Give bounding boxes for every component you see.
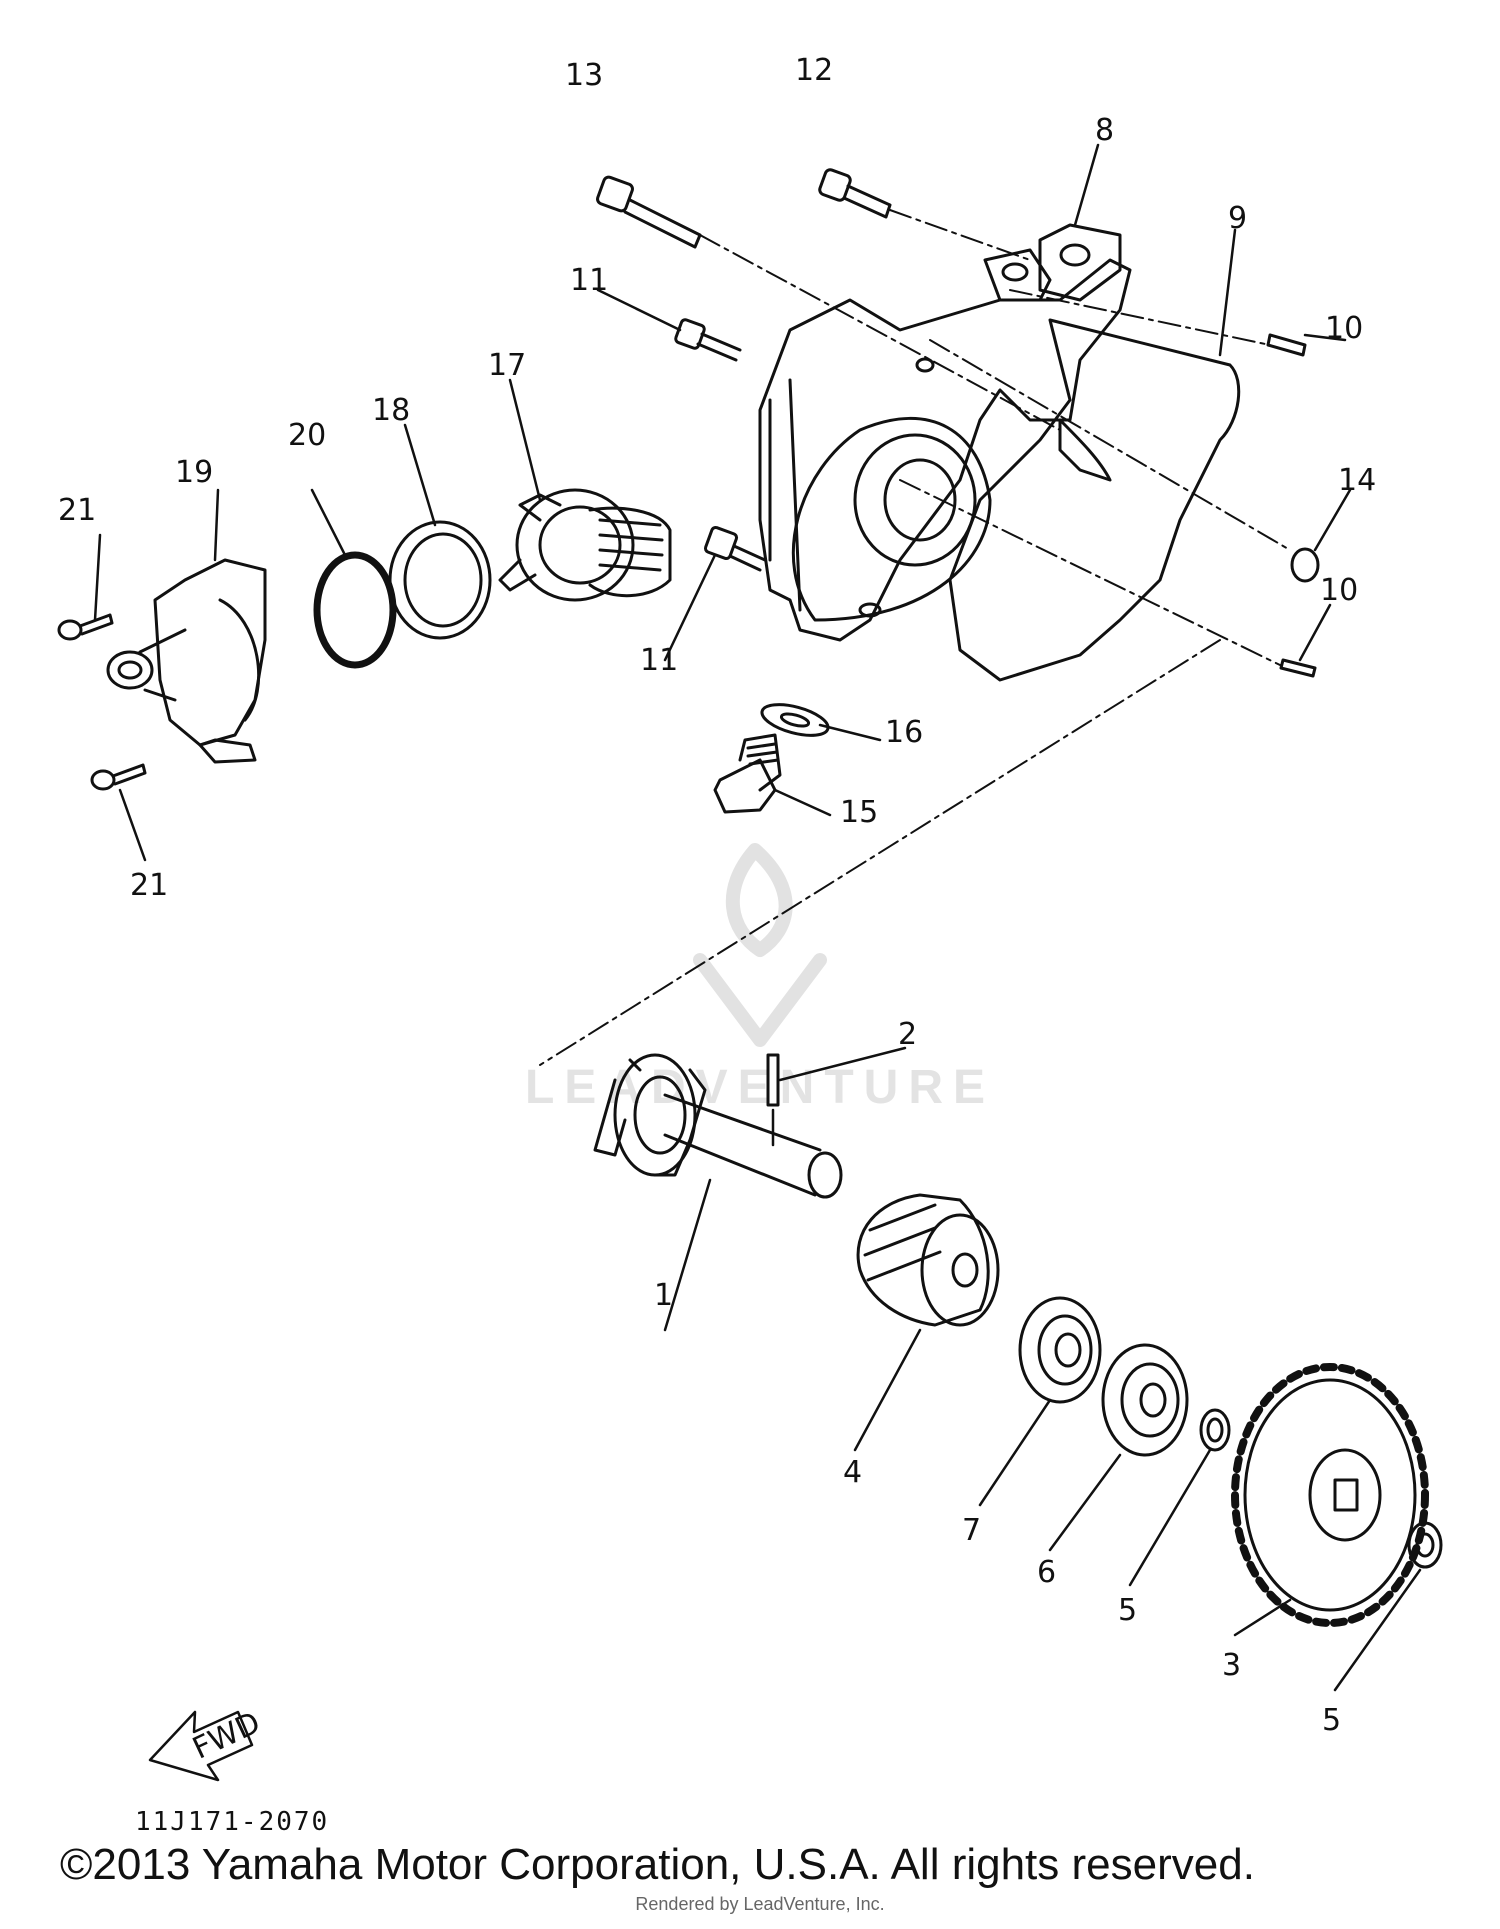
part-label-9: 9 xyxy=(1228,201,1247,236)
part-label-3: 3 xyxy=(1222,1648,1241,1683)
impeller-gear-3 xyxy=(1231,1363,1429,1627)
part-label-15: 15 xyxy=(840,795,878,830)
part-label-17: 17 xyxy=(488,348,526,383)
part-label-5-upper: 5 xyxy=(1118,1593,1137,1628)
circlip-5-upper xyxy=(1199,1408,1231,1452)
screw-21-lower xyxy=(90,763,147,791)
part-label-10-upper: 10 xyxy=(1325,311,1363,346)
drawing-code: 11J171-2070 xyxy=(135,1807,329,1837)
part-label-19: 19 xyxy=(175,455,213,490)
pump-housing-8 xyxy=(758,223,1132,642)
fwd-arrow-icon: FWD xyxy=(148,1705,266,1782)
part-label-6: 6 xyxy=(1037,1555,1056,1590)
washer-16 xyxy=(760,703,830,737)
callout-lines xyxy=(93,143,1422,1692)
screw-21-upper xyxy=(57,613,114,641)
leader-lines xyxy=(539,209,1291,1066)
o-ring-20 xyxy=(313,551,397,669)
part-label-20: 20 xyxy=(288,418,326,453)
pin-2 xyxy=(766,1053,780,1107)
part-label-21-upper: 21 xyxy=(58,493,96,528)
impeller-shaft-1 xyxy=(593,1053,843,1199)
gasket-18 xyxy=(388,520,492,640)
watermark-text: LEADVENTURE xyxy=(524,1061,996,1114)
part-label-16: 16 xyxy=(885,715,923,750)
part-label-1: 1 xyxy=(654,1278,673,1313)
part-label-14: 14 xyxy=(1338,463,1376,498)
part-label-8: 8 xyxy=(1095,113,1114,148)
copyright-notice: ©2013 Yamaha Motor Corporation, U.S.A. A… xyxy=(60,1840,1255,1889)
dowel-pin-10-lower xyxy=(1279,658,1317,678)
dowel-pin-10-upper xyxy=(1266,333,1307,357)
part-label-11-upper: 11 xyxy=(570,263,608,298)
bolt-11-upper xyxy=(674,318,742,362)
part-label-4: 4 xyxy=(843,1455,862,1490)
part-label-2: 2 xyxy=(898,1017,917,1052)
bearing-7 xyxy=(1018,1296,1102,1404)
thermostat-cover-19 xyxy=(106,558,267,764)
part-label-11-lower: 11 xyxy=(640,643,678,678)
part-label-21-lower: 21 xyxy=(130,868,168,903)
part-label-7: 7 xyxy=(962,1513,981,1548)
bolt-13 xyxy=(596,175,702,249)
rendered-by-notice: Rendered by LeadVenture, Inc. xyxy=(635,1894,885,1914)
part-label-5-lower: 5 xyxy=(1322,1703,1341,1738)
o-ring-14 xyxy=(1290,547,1320,583)
watermark-logo xyxy=(693,843,827,1047)
part-label-13: 13 xyxy=(565,58,603,93)
housing-gasket-9 xyxy=(948,318,1241,682)
drain-bolt-15 xyxy=(713,733,782,814)
bolt-12 xyxy=(818,168,892,219)
part-label-18: 18 xyxy=(372,393,410,428)
oil-seal-4 xyxy=(856,1193,1000,1327)
bolt-11-lower xyxy=(703,525,767,572)
thermostat-17 xyxy=(498,488,672,602)
part-label-12: 12 xyxy=(795,53,833,88)
bearing-6 xyxy=(1101,1343,1189,1457)
part-label-10-lower: 10 xyxy=(1320,573,1358,608)
